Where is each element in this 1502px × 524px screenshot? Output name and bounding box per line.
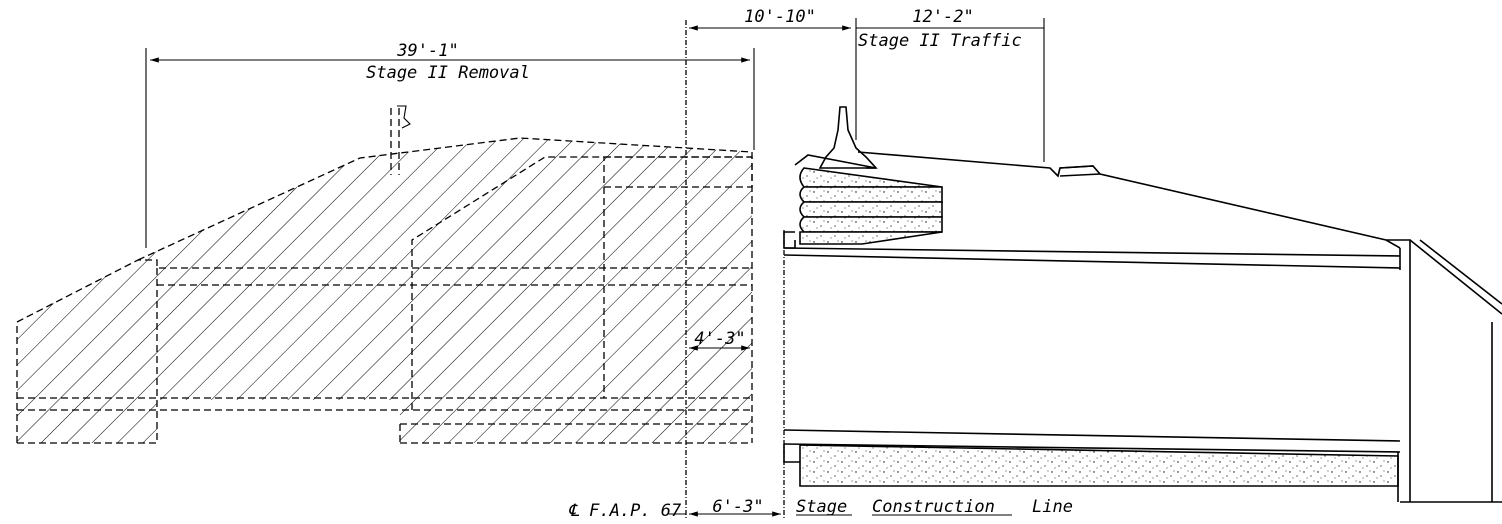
centerline-marker-icon (397, 105, 411, 129)
construction-line-label: Stage Construction Line (796, 497, 1073, 517)
dimension-removal: 39'-1" Stage II Removal (145, 41, 755, 248)
dimension-inner-offset: 4'-3" (689, 329, 750, 351)
construction-line-word3: Line (1032, 497, 1073, 517)
construction-line-word2: Construction (872, 497, 995, 517)
inner-offset-text: 4'-3" (694, 329, 745, 349)
stage-ii-removal-zone (16, 105, 753, 444)
dimension-offset-top: 10'-10" (689, 7, 857, 140)
dimension-bottom-offset: 6'-3" (689, 497, 781, 517)
removal-length-text: 39'-1" (396, 41, 458, 61)
dimension-traffic: 12'-2" Stage II Traffic (856, 7, 1045, 162)
offset-top-text: 10'-10" (744, 7, 816, 27)
overlay-layers (799, 167, 943, 245)
traffic-label-text: Stage II Traffic (858, 31, 1022, 51)
construction-line-word1: Stage (796, 497, 847, 517)
traffic-length-text: 12'-2" (912, 7, 973, 27)
centerline-label: ℄ F.A.P. 67 (568, 501, 682, 521)
remaining-structure (783, 106, 1502, 503)
removal-label-text: Stage II Removal (366, 63, 530, 83)
bottom-offset-text: 6'-3" (712, 497, 763, 517)
